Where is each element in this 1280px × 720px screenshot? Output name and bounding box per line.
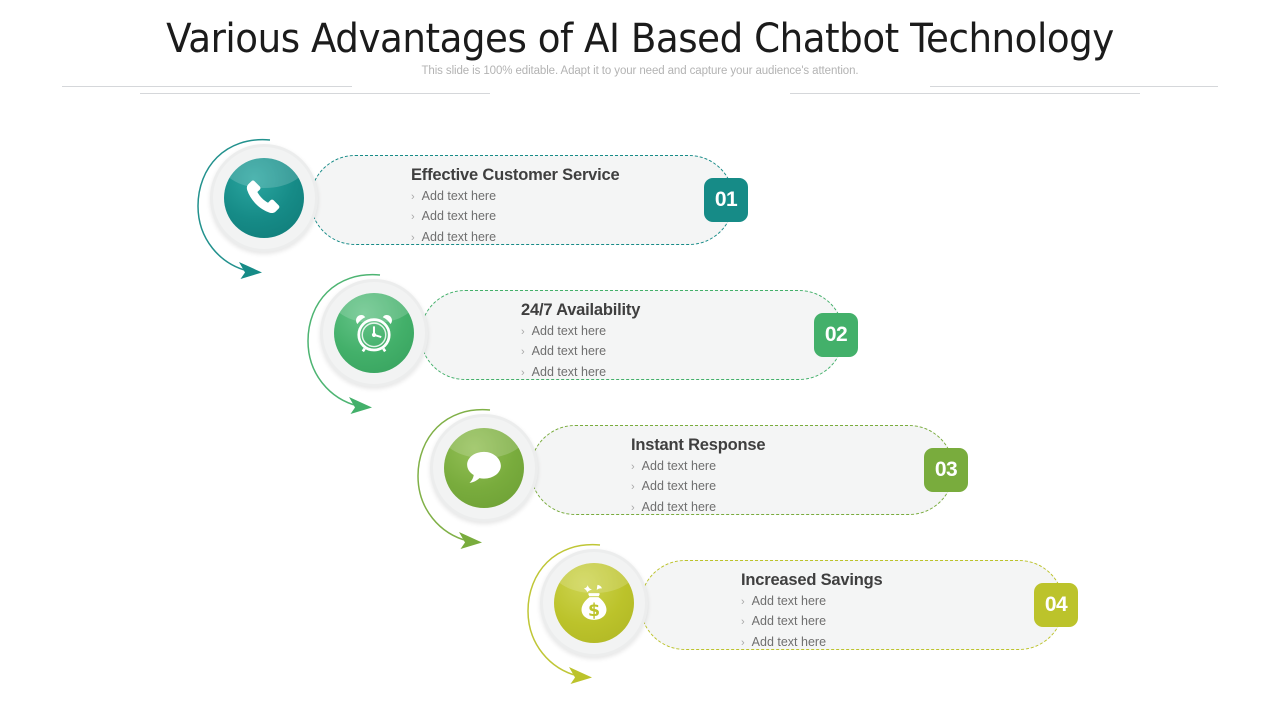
- page-title: Various Advantages of AI Based Chatbot T…: [166, 16, 1114, 62]
- advantage-title: 24/7 Availability: [521, 301, 641, 319]
- step-number-badge: 04: [1034, 583, 1078, 627]
- advantage-panel: [420, 290, 844, 380]
- advantage-bullet-label: Add text here: [531, 344, 607, 359]
- advantage-icon-cluster: [412, 408, 550, 549]
- advantage-bullet-item[interactable]: › Add text here: [411, 228, 734, 248]
- slide-header: Various Advantages of AI Based Chatbot T…: [0, 0, 1280, 100]
- advantage-bullet-label: Add text here: [751, 594, 827, 608]
- chevron-right-icon: ›: [741, 636, 745, 649]
- advantage-bullet-label: Add text here: [421, 189, 497, 203]
- advantage-bullet-item[interactable]: › Add text here: [741, 633, 1064, 653]
- header-rule-right-lower: [790, 93, 1140, 94]
- money-bag-icon: $: [554, 563, 634, 643]
- advantage-panel-content: Effective Customer Service › Add text here…: [310, 155, 734, 245]
- chevron-right-icon: ›: [741, 596, 745, 608]
- chevron-right-icon: ›: [631, 501, 635, 514]
- svg-text:$: $: [588, 601, 600, 621]
- advantage-bullet-item[interactable]: › Add text here: [521, 322, 844, 342]
- advantage-row[interactable]: 24/7 Availability › Add text here › Add text…: [302, 273, 1202, 414]
- step-number-badge: 01: [704, 178, 748, 222]
- chevron-right-icon: ›: [741, 616, 745, 629]
- header-rule-left-upper: [62, 86, 352, 87]
- advantage-title: Effective Customer Service: [411, 166, 620, 184]
- advantage-panel: [640, 560, 1064, 650]
- advantage-row[interactable]: Instant Response › Add text here › Add text …: [412, 408, 1280, 549]
- advantage-bullet-item[interactable]: › Add text here: [741, 612, 1064, 632]
- advantage-bullet-label: Add text here: [641, 499, 717, 514]
- advantage-bullet-item[interactable]: › Add text here: [741, 592, 1064, 612]
- advantage-bullet-item[interactable]: › Add text here: [631, 457, 954, 477]
- advantage-bullet-label: Add text here: [421, 209, 497, 224]
- step-number-badge: 03: [924, 448, 968, 492]
- advantage-icon-cluster: [302, 273, 440, 414]
- chevron-right-icon: ›: [411, 211, 415, 224]
- advantage-bullet-list: › Add text here › Add text here › Add text he…: [631, 457, 954, 518]
- advantage-row[interactable]: Increased Savings › Add text here › Add text…: [522, 543, 1280, 684]
- advantage-panel: [310, 155, 734, 245]
- advantage-panel-content: Instant Response › Add text here › Add text …: [530, 425, 954, 515]
- chevron-right-icon: ›: [631, 481, 635, 494]
- advantage-bullet-label: Add text here: [641, 459, 717, 473]
- advantage-bullet-item[interactable]: › Add text here: [631, 498, 954, 518]
- page-subtitle: This slide is 100% editable. Adapt it to…: [421, 65, 859, 77]
- advantage-bullet-label: Add text here: [751, 614, 827, 629]
- advantage-bullet-item[interactable]: › Add text here: [631, 477, 954, 497]
- advantage-title: Increased Savings: [741, 571, 883, 589]
- chevron-right-icon: ›: [521, 346, 525, 359]
- advantage-title: Instant Response: [631, 436, 766, 454]
- advantage-bullet-label: Add text here: [531, 324, 607, 338]
- alarm-clock-icon: [334, 293, 414, 373]
- advantage-bullet-item[interactable]: › Add text here: [521, 342, 844, 362]
- phone-icon: [224, 158, 304, 238]
- advantage-bullet-list: › Add text here › Add text here › Add text he…: [521, 322, 844, 383]
- chevron-right-icon: ›: [411, 231, 415, 244]
- advantage-bullet-list: › Add text here › Add text here › Add text he…: [411, 187, 734, 248]
- advantage-panel-content: Increased Savings › Add text here › Add text…: [640, 560, 1064, 650]
- advantage-icon-cluster: $: [522, 543, 660, 684]
- advantage-bullet-label: Add text here: [641, 479, 717, 494]
- advantage-icon-cluster: [192, 138, 330, 279]
- chevron-right-icon: ›: [631, 461, 635, 473]
- chevron-right-icon: ›: [521, 366, 525, 379]
- header-rule-right-upper: [930, 86, 1218, 87]
- advantage-bullet-label: Add text here: [751, 634, 827, 649]
- advantage-panel: [530, 425, 954, 515]
- advantage-bullet-item[interactable]: › Add text here: [411, 187, 734, 207]
- chevron-right-icon: ›: [521, 326, 525, 338]
- speech-bubble-icon: [444, 428, 524, 508]
- advantage-row[interactable]: Effective Customer Service › Add text here…: [192, 138, 1092, 279]
- step-number-badge: 02: [814, 313, 858, 357]
- advantage-bullet-label: Add text here: [421, 229, 497, 244]
- advantage-panel-content: 24/7 Availability › Add text here › Add text…: [420, 290, 844, 380]
- chevron-right-icon: ›: [411, 191, 415, 203]
- header-rule-left-lower: [140, 93, 490, 94]
- advantage-bullet-label: Add text here: [531, 364, 607, 379]
- advantage-bullet-item[interactable]: › Add text here: [411, 207, 734, 227]
- advantage-bullet-list: › Add text here › Add text here › Add text he…: [741, 592, 1064, 653]
- advantage-bullet-item[interactable]: › Add text here: [521, 363, 844, 383]
